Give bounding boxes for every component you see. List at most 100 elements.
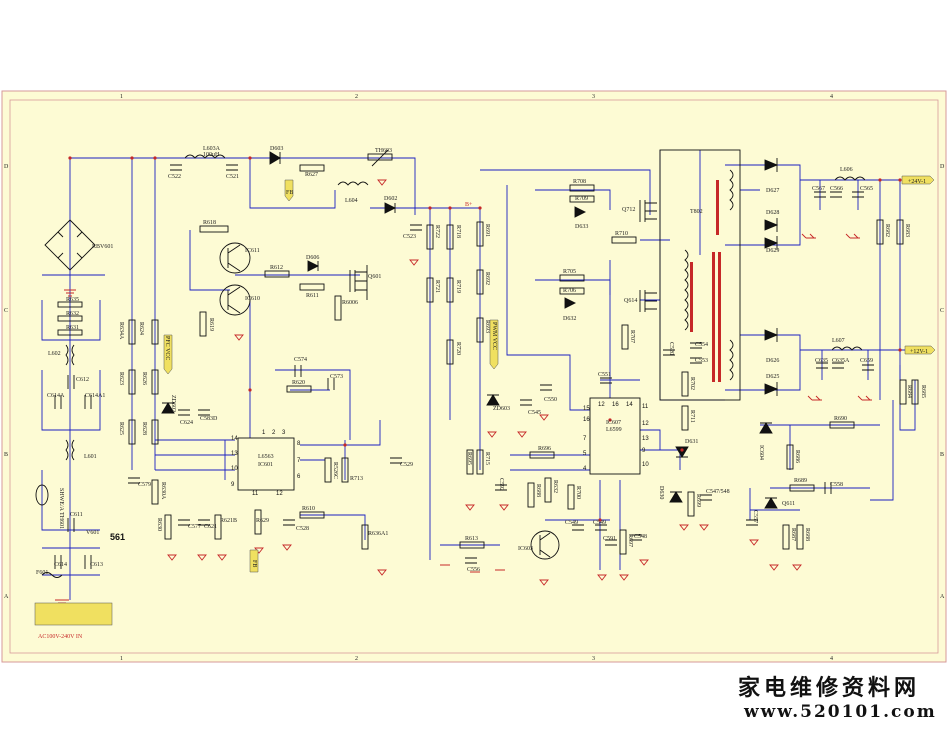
svg-text:12: 12 xyxy=(642,421,649,427)
label: R700 xyxy=(575,486,581,499)
core-bar xyxy=(690,262,693,332)
mosfet-Q712 xyxy=(639,200,657,222)
label: IC604 xyxy=(758,445,764,460)
resistor-R682 xyxy=(876,219,884,245)
inductor-L606 xyxy=(834,176,866,181)
resistor-R690 xyxy=(829,421,855,429)
svg-text:9: 9 xyxy=(642,448,646,454)
column-label: 2 xyxy=(355,656,358,662)
column-label: 1 xyxy=(120,656,123,662)
label: R624 xyxy=(138,322,144,335)
label: R687 xyxy=(790,528,796,541)
thermistor-TH603 xyxy=(367,153,393,161)
resistor-R6006 xyxy=(334,295,342,321)
label: R623 xyxy=(118,372,124,385)
column-labels-top: 1 2 3 4 xyxy=(120,94,833,100)
capacitor-C574 xyxy=(294,365,302,377)
resistor-R691 xyxy=(476,221,484,247)
resistor-R708 xyxy=(569,184,595,192)
label: R627 xyxy=(305,172,318,178)
ground-symbols xyxy=(55,179,872,604)
label: R688 xyxy=(535,484,541,497)
ac-input-label: AC100V-240V IN xyxy=(38,634,83,640)
svg-text:11: 11 xyxy=(642,404,649,410)
label: IC610 xyxy=(245,296,260,302)
resistor-R718 xyxy=(446,224,454,250)
watermark-title: 家电维修资料网 xyxy=(738,675,921,701)
resistor-R630A xyxy=(151,479,159,505)
label: D629 xyxy=(766,248,779,254)
thermistor-TH601 xyxy=(35,484,49,506)
row-label: B xyxy=(940,452,944,458)
zener-ZD603 xyxy=(486,394,500,406)
label: R684 xyxy=(906,385,912,398)
capacitor-C548 xyxy=(630,534,642,541)
label: C528 xyxy=(296,526,309,532)
capacitor-C611 xyxy=(67,518,75,532)
svg-text:7: 7 xyxy=(583,436,587,442)
resistor-R713 xyxy=(341,457,349,483)
label: PFC VCC xyxy=(164,336,170,360)
label: R702 xyxy=(689,377,695,390)
resistor-R631 xyxy=(57,329,83,336)
label: L607 xyxy=(832,338,845,344)
designators: L603A 100uH C522 C521 D603 R627 TH603 L6… xyxy=(36,146,928,576)
junction-dots xyxy=(68,156,902,522)
shunt-Q611 xyxy=(764,497,778,509)
capacitor-C522 xyxy=(170,164,182,171)
label: R685 xyxy=(920,385,926,398)
svg-text:15: 15 xyxy=(583,406,590,412)
label: FB xyxy=(286,190,293,196)
label: C550 xyxy=(544,397,557,403)
capacitor-C614 xyxy=(54,555,62,569)
label: R692 xyxy=(484,272,490,285)
resistor-R620 xyxy=(286,385,312,393)
label: R612 xyxy=(270,265,283,271)
resistor-R709 xyxy=(569,195,595,203)
svg-text:13: 13 xyxy=(231,451,238,457)
choke-L601 xyxy=(65,439,75,461)
capacitor-C614A1 xyxy=(84,395,92,409)
capacitor-C621 xyxy=(198,519,210,526)
label: C520 xyxy=(668,342,674,355)
resistor-R612 xyxy=(264,270,290,278)
svg-text:7: 7 xyxy=(297,458,301,464)
label: F601 xyxy=(36,570,48,576)
svg-text:16: 16 xyxy=(583,417,590,423)
transistor-IC603 xyxy=(530,530,560,560)
label: C547/548 xyxy=(706,489,730,495)
transformer-T802 xyxy=(684,169,734,381)
label: TH603 xyxy=(375,148,392,154)
row-label: A xyxy=(940,594,945,600)
label: C613 xyxy=(90,562,103,568)
resistor-R722 xyxy=(426,224,434,250)
resistor-R625 xyxy=(151,319,159,345)
label: R628 xyxy=(141,422,147,435)
resistor-R627 xyxy=(299,164,325,172)
label: FB xyxy=(251,560,257,567)
label: R691 xyxy=(484,224,490,237)
label: R630 xyxy=(156,518,162,531)
label: R682 xyxy=(884,224,890,237)
capacitor-C551 xyxy=(600,377,612,384)
resistor-R686 xyxy=(786,444,794,470)
capacitor-C612 xyxy=(67,375,75,389)
label: L6599 xyxy=(606,427,622,433)
label: D627 xyxy=(766,188,779,194)
row-labels-right: D C B A xyxy=(940,164,945,600)
resistor-R687 xyxy=(782,524,790,550)
label: R620 xyxy=(292,380,305,386)
label: C545 xyxy=(528,410,541,416)
label: R696 xyxy=(538,446,551,452)
label: SHWE/A TH601 xyxy=(58,488,64,529)
label: R710 xyxy=(615,231,628,237)
capacitor-C592 xyxy=(495,484,507,491)
diode-D626 xyxy=(764,328,779,342)
label: V601 xyxy=(86,530,99,536)
ic-IC601-L6563 xyxy=(237,437,295,491)
label: C573 xyxy=(330,374,343,380)
optocoupler-IC604 xyxy=(759,422,773,434)
label: C621 xyxy=(204,524,217,530)
inductor-L603A xyxy=(184,154,226,159)
